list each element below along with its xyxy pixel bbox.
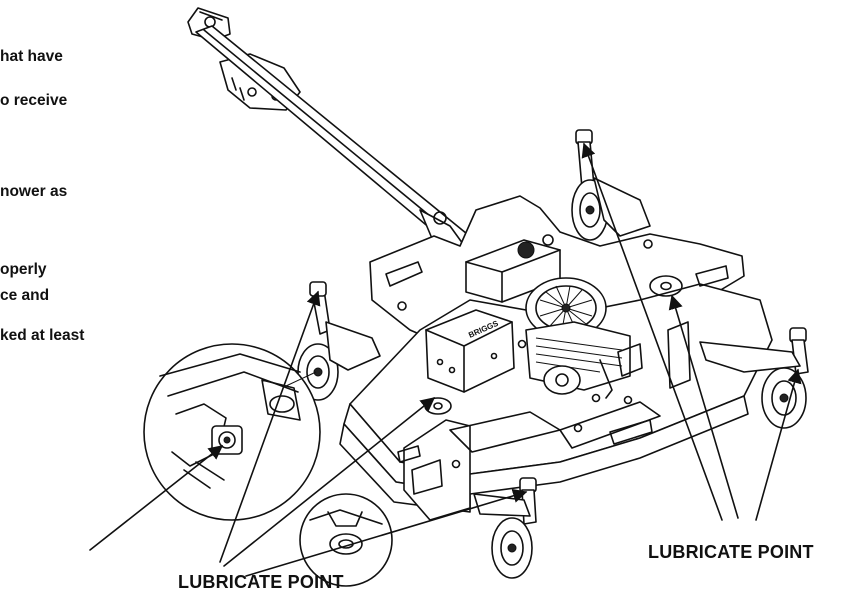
caster-wheel-rear-left xyxy=(297,281,381,401)
caster-wheel-rear-right xyxy=(571,129,651,241)
lubricate-point-label-right: LUBRICATE POINT xyxy=(648,542,814,562)
lubricate-point-label-left: LUBRICATE POINT xyxy=(178,572,344,592)
detail-circle-pivot xyxy=(143,343,321,521)
detail-circle-spindle xyxy=(299,493,393,587)
instruction-text-line: ce and xyxy=(0,287,50,304)
instruction-text-line: o receive xyxy=(0,92,68,109)
tow-tongue xyxy=(195,25,477,273)
caster-wheel-right xyxy=(699,327,809,429)
instruction-text-line: ked at least xyxy=(0,327,85,344)
instruction-text-line: operly xyxy=(0,261,47,278)
engine xyxy=(465,234,643,399)
instruction-text-line: hat have xyxy=(0,48,63,65)
callout-arrows-left xyxy=(89,290,528,577)
control-box: BRIGGS xyxy=(425,309,515,393)
instruction-text-line: nower as xyxy=(0,183,68,200)
callout-arrows-right xyxy=(581,142,802,521)
